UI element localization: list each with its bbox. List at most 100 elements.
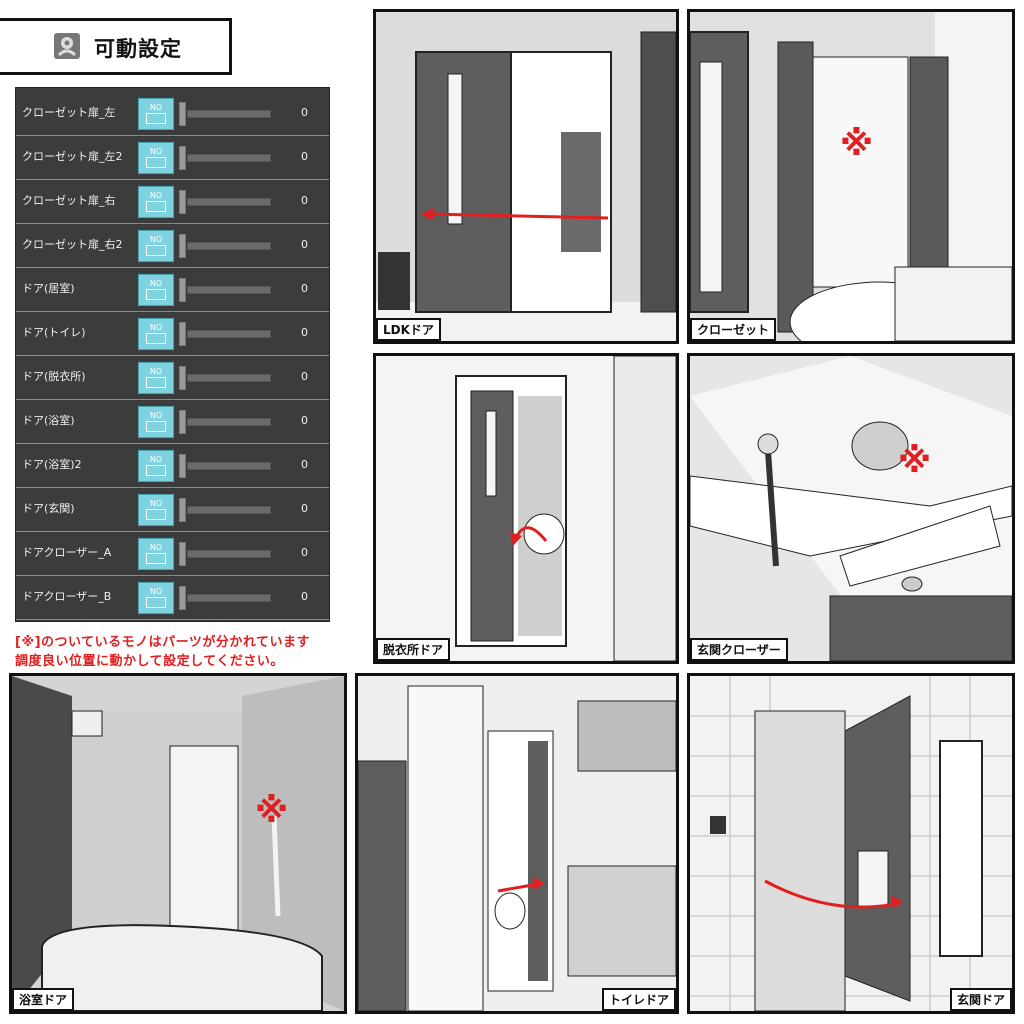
no-image-button[interactable]: NO (138, 230, 174, 262)
gear-figure-icon (54, 33, 80, 59)
no-image-button-label: NO (149, 367, 163, 376)
parts-mark-bathroom: ※ (255, 791, 289, 831)
parts-mark-closet: ※ (840, 124, 874, 164)
slider-track[interactable] (187, 110, 271, 118)
no-image-button[interactable]: NO (138, 186, 174, 218)
no-image-button[interactable]: NO (138, 274, 174, 306)
slider-handle[interactable] (179, 542, 186, 566)
slider-handle[interactable] (179, 410, 186, 434)
image-panel-bathroom-door: ※ 浴室ドア (9, 673, 347, 1014)
caption-entrance-door: 玄関ドア (949, 988, 1012, 1011)
slider-handle[interactable] (179, 366, 186, 390)
value-slider[interactable] (179, 454, 271, 478)
setting-label: ドア(浴室) (22, 414, 75, 427)
no-image-button[interactable]: NO (138, 142, 174, 174)
slider-track[interactable] (187, 242, 271, 250)
slider-handle[interactable] (179, 146, 186, 170)
setting-label: ドアクローザー_B (22, 590, 112, 603)
no-image-icon (146, 421, 166, 432)
setting-label: ドア(玄関) (22, 502, 75, 515)
image-panel-ldk-door: LDKドア (373, 9, 679, 344)
slider-track[interactable] (187, 286, 271, 294)
no-image-button-label: NO (149, 411, 163, 420)
image-panel-dressing-door: 脱衣所ドア (373, 353, 679, 664)
setting-row: クローゼット扉_右2 NO 0 (16, 224, 329, 268)
slider-track[interactable] (187, 154, 271, 162)
parts-mark-closer: ※ (898, 441, 932, 481)
note-line-2: 調度良い位置に動かして設定してください。 (15, 654, 284, 669)
image-panel-closet: ※ クローゼット (687, 9, 1015, 344)
caption-dressing-door: 脱衣所ドア (376, 638, 451, 661)
value-slider[interactable] (179, 322, 271, 346)
no-image-icon (146, 509, 166, 520)
no-image-button[interactable]: NO (138, 450, 174, 482)
no-image-button[interactable]: NO (138, 362, 174, 394)
setting-label: ドアクローザー_A (22, 546, 112, 559)
no-image-button[interactable]: NO (138, 98, 174, 130)
setting-row: ドア(トイレ) NO 0 (16, 312, 329, 356)
setting-value: 0 (301, 590, 308, 603)
slider-handle[interactable] (179, 102, 186, 126)
slider-track[interactable] (187, 330, 271, 338)
image-panel-entrance-door: 玄関ドア (687, 673, 1015, 1014)
slider-track[interactable] (187, 418, 271, 426)
no-image-icon (146, 333, 166, 344)
caption-entrance-closer: 玄関クローザー (690, 638, 788, 661)
value-slider[interactable] (179, 542, 271, 566)
slider-handle[interactable] (179, 278, 186, 302)
no-image-button[interactable]: NO (138, 406, 174, 438)
no-image-button[interactable]: NO (138, 582, 174, 614)
caption-ldk-door: LDKドア (376, 318, 441, 341)
value-slider[interactable] (179, 366, 271, 390)
value-slider[interactable] (179, 234, 271, 258)
title-box: 可動設定 (0, 18, 232, 75)
setting-value: 0 (301, 150, 308, 163)
slider-handle[interactable] (179, 322, 186, 346)
no-image-button-label: NO (149, 323, 163, 332)
slider-handle[interactable] (179, 454, 186, 478)
slider-track[interactable] (187, 374, 271, 382)
setting-value: 0 (301, 326, 308, 339)
value-slider[interactable] (179, 410, 271, 434)
slider-handle[interactable] (179, 190, 186, 214)
slider-handle[interactable] (179, 498, 186, 522)
no-image-button-label: NO (149, 587, 163, 596)
value-slider[interactable] (179, 102, 271, 126)
note-line-1: [※]のついているモノはパーツが分かれています (15, 635, 310, 650)
no-image-icon (146, 201, 166, 212)
no-image-button[interactable]: NO (138, 538, 174, 570)
setting-label: ドア(居室) (22, 282, 75, 295)
no-image-button-label: NO (149, 103, 163, 112)
caption-bathroom-door: 浴室ドア (12, 988, 75, 1011)
no-image-button-label: NO (149, 543, 163, 552)
setting-label: ドア(トイレ) (22, 326, 86, 339)
slider-handle[interactable] (179, 234, 186, 258)
setting-label: クローゼット扉_右2 (22, 238, 123, 251)
value-slider[interactable] (179, 586, 271, 610)
value-slider[interactable] (179, 146, 271, 170)
setting-value: 0 (301, 546, 308, 559)
slider-track[interactable] (187, 594, 271, 602)
no-image-icon (146, 465, 166, 476)
no-image-button[interactable]: NO (138, 318, 174, 350)
no-image-icon (146, 113, 166, 124)
setting-label: クローゼット扉_右 (22, 194, 116, 207)
no-image-button[interactable]: NO (138, 494, 174, 526)
slider-track[interactable] (187, 506, 271, 514)
slider-track[interactable] (187, 462, 271, 470)
value-slider[interactable] (179, 278, 271, 302)
slider-handle[interactable] (179, 586, 186, 610)
no-image-button-label: NO (149, 235, 163, 244)
no-image-icon (146, 157, 166, 168)
slider-track[interactable] (187, 550, 271, 558)
setting-value: 0 (301, 238, 308, 251)
value-slider[interactable] (179, 498, 271, 522)
caption-toilet-door: トイレドア (601, 988, 676, 1011)
slider-track[interactable] (187, 198, 271, 206)
page-title: 可動設定 (94, 37, 182, 61)
value-slider[interactable] (179, 190, 271, 214)
